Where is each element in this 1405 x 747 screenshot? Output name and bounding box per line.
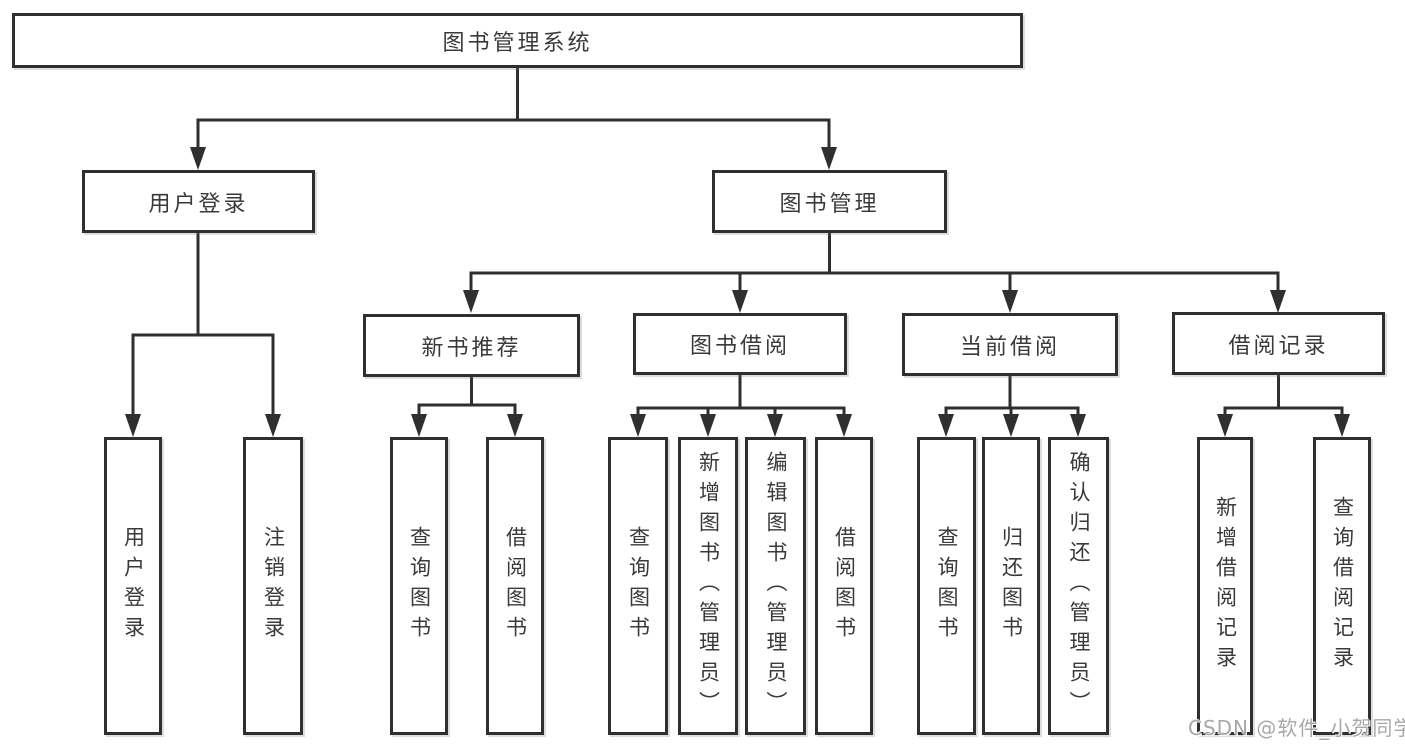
leaf-user-login-label: 用户登录: [121, 526, 146, 646]
leaf-borrow-books-label: 借阅图书: [832, 526, 857, 646]
leaf-query-books-recommend: 查询图书: [390, 437, 448, 735]
node-new-book-recommend-label: 新书推荐: [421, 335, 522, 361]
leaf-query-books-recommend-label: 查询图书: [407, 526, 432, 646]
csdn-watermark: CSDN @软件_小贺同学: [1188, 716, 1405, 740]
leaf-query-borrow-record-label: 查询借阅记录: [1330, 496, 1355, 676]
node-book-borrowing: 图书借阅: [633, 313, 847, 375]
leaf-edit-books-admin-label: 编辑图书（管理员）: [764, 451, 788, 721]
leaf-return-books-label: 归还图书: [999, 526, 1024, 646]
leaf-confirm-return-admin-label: 确认归还（管理员）: [1067, 451, 1091, 721]
node-library-system-label: 图书管理系统: [442, 30, 593, 56]
node-library-system: 图书管理系统: [12, 13, 1023, 68]
leaf-return-books: 归还图书: [982, 437, 1040, 735]
leaf-add-books-admin-label: 新增图书（管理员）: [696, 451, 721, 721]
leaf-query-books-current: 查询图书: [917, 437, 976, 735]
node-book-borrowing-label: 图书借阅: [689, 334, 790, 359]
leaf-logout: 注销登录: [243, 437, 303, 735]
leaf-confirm-return-admin: 确认归还（管理员）: [1048, 437, 1109, 735]
leaf-logout-label: 注销登录: [261, 526, 286, 646]
leaf-borrow-books-recommend-label: 借阅图书: [503, 526, 528, 646]
leaf-query-books-borrowing: 查询图书: [608, 437, 668, 735]
leaf-query-books-borrowing-label: 查询图书: [626, 526, 651, 646]
leaf-edit-books-admin: 编辑图书（管理员）: [745, 437, 806, 735]
leaf-borrow-books-recommend: 借阅图书: [486, 437, 544, 735]
leaf-query-books-current-label: 查询图书: [935, 526, 959, 646]
node-new-book-recommend: 新书推荐: [363, 314, 580, 377]
node-borrowing-records: 借阅记录: [1172, 312, 1385, 375]
leaf-query-borrow-record: 查询借阅记录: [1313, 437, 1371, 735]
leaf-user-login: 用户登录: [104, 437, 162, 735]
node-user-login-label: 用户登录: [148, 191, 249, 217]
leaf-add-borrow-record: 新增借阅记录: [1197, 437, 1253, 735]
node-current-borrowing-label: 当前借阅: [959, 334, 1060, 360]
leaf-add-borrow-record-label: 新增借阅记录: [1213, 496, 1238, 676]
node-book-management: 图书管理: [712, 170, 947, 233]
node-book-management-label: 图书管理: [779, 191, 880, 217]
node-borrowing-records-label: 借阅记录: [1228, 333, 1329, 359]
leaf-add-books-admin: 新增图书（管理员）: [678, 437, 738, 735]
arrowheads: [125, 147, 1350, 437]
node-current-borrowing: 当前借阅: [902, 313, 1118, 376]
leaf-borrow-books: 借阅图书: [815, 437, 873, 735]
node-user-login: 用户登录: [82, 170, 315, 233]
